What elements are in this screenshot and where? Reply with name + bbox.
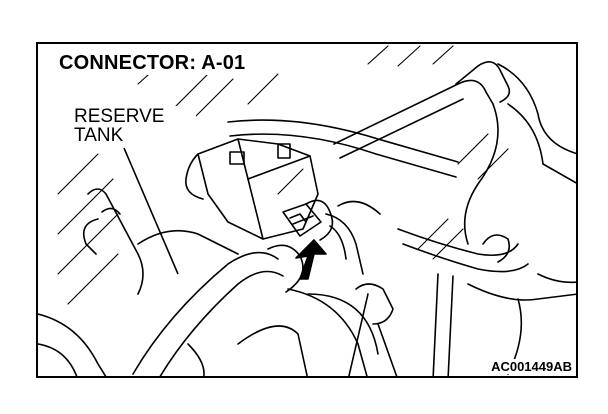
label-line-1: RESERVE [74, 106, 165, 127]
reserve-tank-label: RESERVE TANK [72, 106, 196, 146]
diagram-title: CONNECTOR: A-01 [56, 52, 249, 75]
hatching [57, 45, 509, 305]
engine-bay-illustration [38, 45, 576, 376]
label-line-2: TANK [74, 125, 124, 146]
figure-code: AC001449AB [489, 359, 574, 374]
diagram-frame: CONNECTOR: A-01 RESERVE TANK AC001449AB [36, 42, 578, 378]
